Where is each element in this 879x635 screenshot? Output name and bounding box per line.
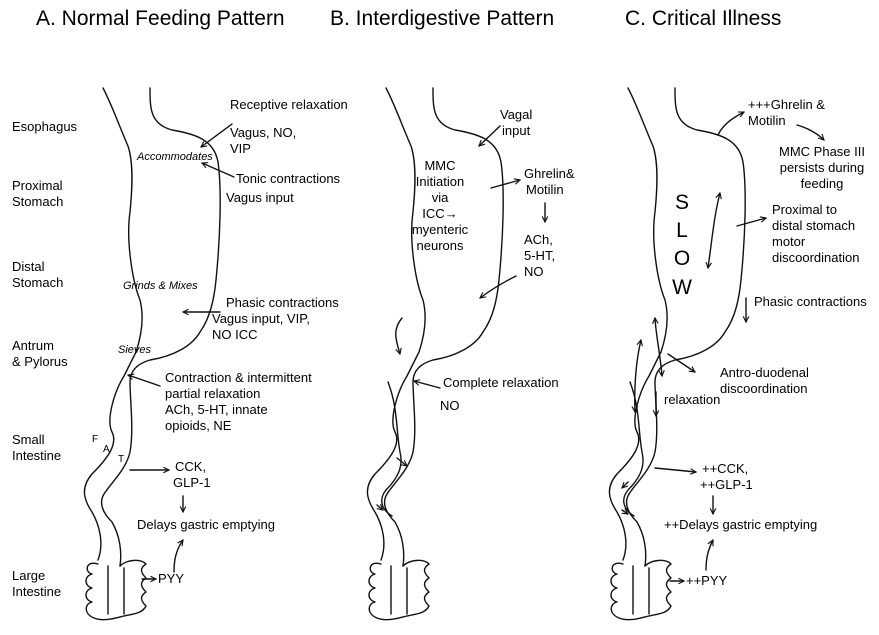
relaxation-no: NO (440, 398, 460, 413)
cck-label: CCK, (175, 459, 206, 474)
relaxation-arrow (414, 381, 440, 388)
ghrelin-line1: Ghrelin& (524, 166, 575, 181)
panel-b-title: B. Interdigestive Pattern (330, 7, 554, 30)
fat-letter-f: F (92, 434, 98, 445)
proximal-line4: discoordination (772, 250, 859, 265)
antro-line1: Antro-duodenal (720, 365, 809, 380)
region-proximal-stomach-line2: Stomach (12, 194, 63, 209)
mmc-line6: neurons (417, 238, 464, 253)
slow-letter-s: S (675, 191, 689, 214)
ach-line3: NO (524, 264, 544, 279)
pyy-c-to-delay-arrow (706, 540, 713, 570)
fat-letter-t: T (118, 454, 124, 465)
receptive-mediators-2: VIP (230, 141, 251, 156)
large-intestine-haustra (86, 560, 146, 619)
vagal-line2: input (502, 123, 531, 138)
mmc-line5: myenteric (412, 222, 469, 237)
receptive-mediators-1: Vagus, NO, (230, 125, 296, 140)
glp1-c-label: ++GLP-1 (700, 477, 753, 492)
contraction-line1: Contraction & intermittent (165, 370, 312, 385)
ach-line2: 5-HT, (524, 248, 555, 263)
sieves-label: Sieves (118, 344, 152, 356)
pyy-to-delay-arrow (174, 540, 183, 572)
mmc-c-line1: MMC Phase III (779, 144, 865, 159)
ach-line1: ACh, (524, 232, 553, 247)
contraction-arrow (128, 375, 160, 386)
complete-relaxation: Complete relaxation (443, 375, 559, 390)
contraction-line3: ACh, 5-HT, innate (165, 402, 268, 417)
phasic-mediators-1: Vagus input, VIP, (212, 311, 310, 326)
panel-a-title: A. Normal Feeding Pattern (36, 7, 285, 30)
proximal-arrow (737, 218, 766, 226)
slow-letter-o: O (674, 247, 690, 270)
mmc-c-line2: persists during (780, 160, 865, 175)
tonic-vagus: Vagus input (226, 190, 294, 205)
region-labels: Esophagus Proximal Stomach Distal Stomac… (12, 119, 78, 599)
phasic-c-label: Phasic contractions (754, 294, 867, 309)
delays-c-label: ++Delays gastric emptying (664, 517, 817, 532)
region-large-intestine-line1: Large (12, 568, 45, 583)
relaxation-c-label: relaxation (664, 392, 720, 407)
receptive-relaxation: Receptive relaxation (230, 97, 348, 112)
contraction-line4: opioids, NE (165, 418, 232, 433)
slow-letter-w: W (672, 276, 692, 299)
grinds-mixes-label: Grinds & Mixes (123, 280, 198, 292)
mmc-line1: MMC (424, 158, 455, 173)
phasic-contractions: Phasic contractions (226, 295, 339, 310)
panel-c-title: C. Critical Illness (625, 7, 781, 30)
fat-letter-a: A (103, 444, 110, 455)
antrum-c-double-arrow (655, 318, 662, 376)
region-large-intestine-line2: Intestine (12, 584, 61, 599)
proximal-line1: Proximal to (772, 202, 837, 217)
ghrelin-c-line2: Motilin (748, 113, 786, 128)
proximal-line3: motor (772, 234, 806, 249)
phasic-mediators-2: NO ICC (212, 327, 258, 342)
antro-line2: discoordination (720, 381, 807, 396)
panel-a: Accommodates Grinds & Mixes Sieves F A T… (92, 97, 348, 586)
slow-letter-l: L (676, 219, 688, 242)
mmc-to-ghrelin-arrow (491, 180, 520, 188)
mmc-line2: Initiation (416, 174, 464, 189)
region-antrum-line2: & Pylorus (12, 354, 68, 369)
region-proximal-stomach-line1: Proximal (12, 178, 63, 193)
region-antrum-line1: Antrum (12, 338, 54, 353)
vagal-arrow (479, 126, 500, 146)
region-distal-stomach-line1: Distal (12, 259, 45, 274)
panel-b: Vagal input MMC Initiation via ICC→ myen… (396, 107, 575, 413)
accommodates-label: Accommodates (136, 151, 213, 163)
antrum-flow-arrow (396, 318, 402, 354)
pyy-c-label: ++PYY (686, 573, 728, 588)
mmc-line4: ICC→ (422, 206, 457, 221)
ghrelin-c-line1: +++Ghrelin & (748, 97, 825, 112)
mmc-c-line3: feeding (801, 176, 844, 191)
receptive-arrow (201, 124, 232, 147)
glp1-label: GLP-1 (173, 475, 211, 490)
ghrelin-c-arrow (718, 112, 744, 135)
proximal-line2: distal stomach (772, 218, 855, 233)
panel-c: +++Ghrelin & Motilin MMC Phase III persi… (635, 97, 867, 588)
cck-c-arrow (655, 468, 696, 472)
pyy-label: PYY (158, 571, 184, 586)
ghrelin-line2: Motilin (526, 182, 564, 197)
tonic-contractions: Tonic contractions (236, 171, 341, 186)
slow-double-arrow (708, 193, 720, 268)
mmc-line3: via (432, 190, 449, 205)
region-small-intestine-line2: Intestine (12, 448, 61, 463)
region-esophagus: Esophagus (12, 119, 78, 134)
ghrelin-to-mmc-arrow (797, 125, 824, 140)
region-small-intestine-line1: Small (12, 432, 45, 447)
vagal-line1: Vagal (500, 107, 532, 122)
cck-c-label: ++CCK, (702, 461, 748, 476)
delays-gastric-emptying: Delays gastric emptying (137, 517, 275, 532)
contraction-line2: partial relaxation (165, 386, 260, 401)
region-distal-stomach-line2: Stomach (12, 275, 63, 290)
